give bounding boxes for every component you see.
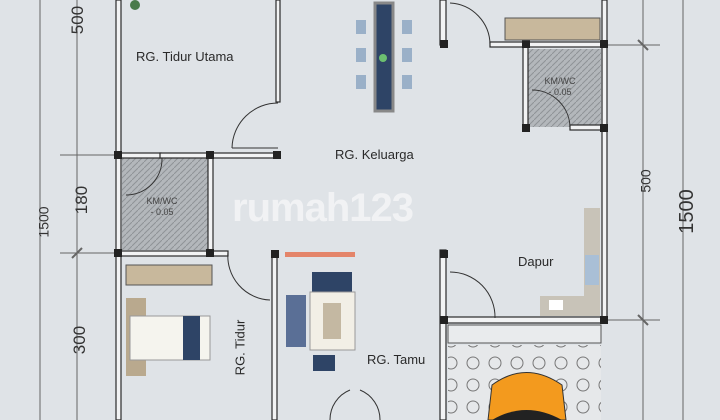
room-label-kitchen: Dapur bbox=[518, 254, 554, 269]
bathroom-right-level: - 0.05 bbox=[548, 87, 572, 97]
door-swings bbox=[125, 2, 571, 420]
bathroom-left-name: KM/WC bbox=[146, 196, 178, 206]
furniture bbox=[125, 0, 601, 420]
room-label-bedroom: RG. Tidur bbox=[232, 319, 248, 376]
room-label-living-room: RG. Tamu bbox=[367, 352, 426, 367]
dimension-left-bottom: 300 bbox=[70, 325, 90, 355]
dimension-right-mid: 500 bbox=[637, 169, 654, 193]
bathroom-left-floor bbox=[122, 158, 210, 250]
room-label-family-room: RG. Keluarga bbox=[335, 147, 414, 162]
watermark: rumah123 bbox=[232, 186, 414, 230]
columns bbox=[114, 40, 608, 324]
room-label-bathroom-left: KM/WC - 0.05 bbox=[142, 196, 182, 218]
bathroom-right-name: KM/WC bbox=[544, 76, 576, 86]
bathroom-left-level: - 0.05 bbox=[150, 207, 174, 217]
room-label-bathroom-right: KM/WC - 0.05 bbox=[540, 76, 580, 98]
bathroom-right-floor bbox=[527, 49, 601, 127]
dimension-left-top: 500 bbox=[68, 5, 88, 35]
dimension-right-total: 1500 bbox=[675, 189, 698, 234]
room-label-master-bedroom: RG. Tidur Utama bbox=[136, 49, 234, 64]
dimension-left-total: 1500 bbox=[35, 206, 52, 238]
dimension-left-mid: 180 bbox=[72, 185, 92, 215]
dimension-lines bbox=[39, 0, 684, 420]
